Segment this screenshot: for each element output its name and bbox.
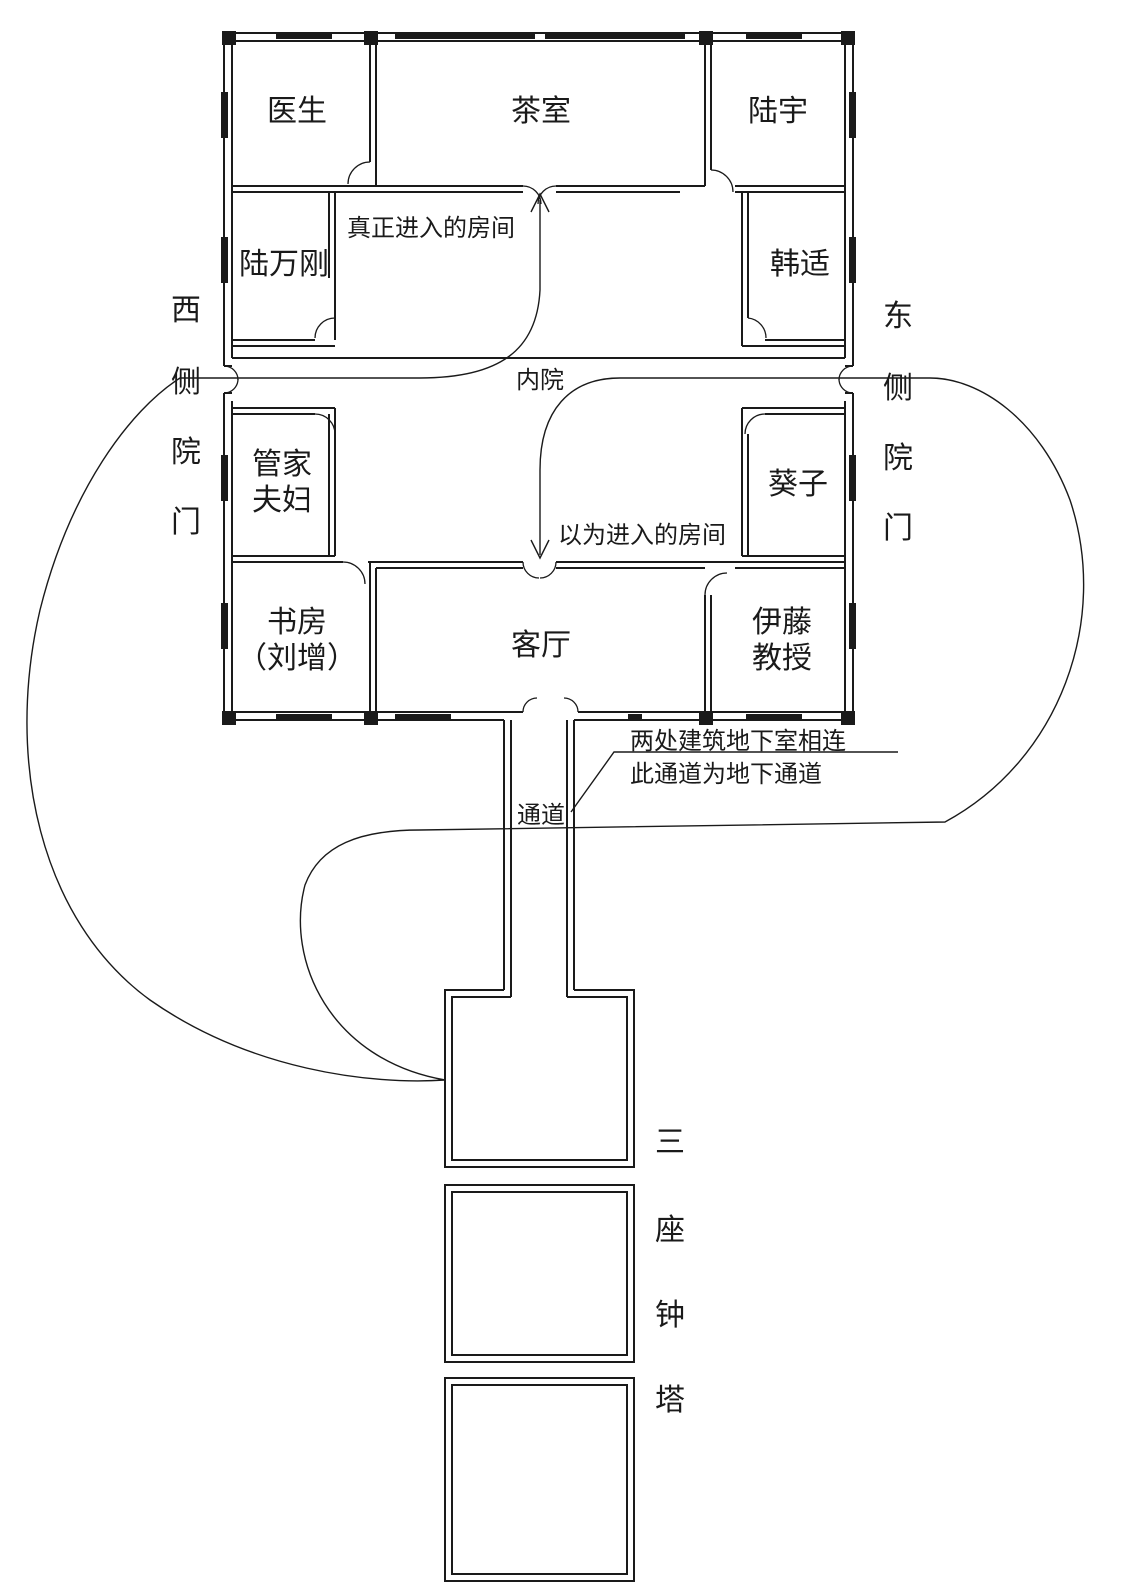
towers-char-1: 三 [655,1125,685,1160]
room-study-line-2: （刘增） [237,641,357,676]
room-lu-wangang: 陆万刚 [239,247,329,282]
passage-walls [503,720,575,997]
room-butler-line-1: 管家 [252,447,312,482]
west-gate-char-4: 门 [171,505,201,540]
annotation-labels: 真正进入的房间 以为进入的房间 内院 通道 两处建筑地下室相连 此通道为地下通道 [347,214,846,829]
pillars [221,31,856,725]
basement-note-line-1: 两处建筑地下室相连 [630,727,846,755]
east-gate-label: 东 侧 院 门 [883,299,913,546]
room-butler-line-2: 夫妇 [252,483,312,518]
room-labels: 医生 茶室 陆宇 陆万刚 韩适 管家 夫妇 葵子 书房 （刘增） 客厅 伊藤 教… [237,94,830,676]
passage-label: 通道 [517,801,565,829]
east-gate-char-4: 门 [883,511,913,546]
route-lines [26,192,1085,1082]
towers-char-4: 塔 [655,1383,685,1418]
room-living: 客厅 [511,628,571,663]
real-room-label: 真正进入的房间 [347,214,515,242]
inner-courtyard-label: 内院 [516,366,564,394]
room-tea: 茶室 [511,94,571,129]
east-gate-char-1: 东 [883,299,913,334]
assumed-route-line [299,377,1085,1081]
interior-walls [232,41,845,712]
real-route-line [26,200,541,1082]
assumed-room-label: 以为进入的房间 [558,521,726,549]
west-gate-char-3: 院 [171,435,201,470]
room-ito-line-1: 伊藤 [752,605,812,640]
east-gate-char-2: 侧 [883,371,913,406]
room-lu-yu: 陆宇 [748,94,808,129]
room-study-line-1: 书房 [267,605,327,640]
towers-char-2: 座 [655,1213,685,1248]
west-gate-char-1: 西 [171,293,201,328]
west-gate-label: 西 侧 院 门 [171,293,201,540]
west-gate-char-2: 侧 [171,365,201,400]
clock-towers [444,989,635,1582]
doors [223,161,854,713]
clock-tower-3 [444,1377,635,1582]
towers-char-3: 钟 [655,1298,685,1333]
room-ito-line-2: 教授 [752,641,812,676]
room-aoi: 葵子 [768,467,828,502]
room-doctor: 医生 [267,94,327,129]
east-gate-char-3: 院 [883,441,913,476]
windows [276,34,802,720]
clock-tower-2 [444,1184,635,1363]
towers-label: 三 座 钟 塔 [655,1125,685,1418]
basement-note-line-2: 此通道为地下通道 [630,760,822,788]
room-han-shi: 韩适 [770,247,830,282]
